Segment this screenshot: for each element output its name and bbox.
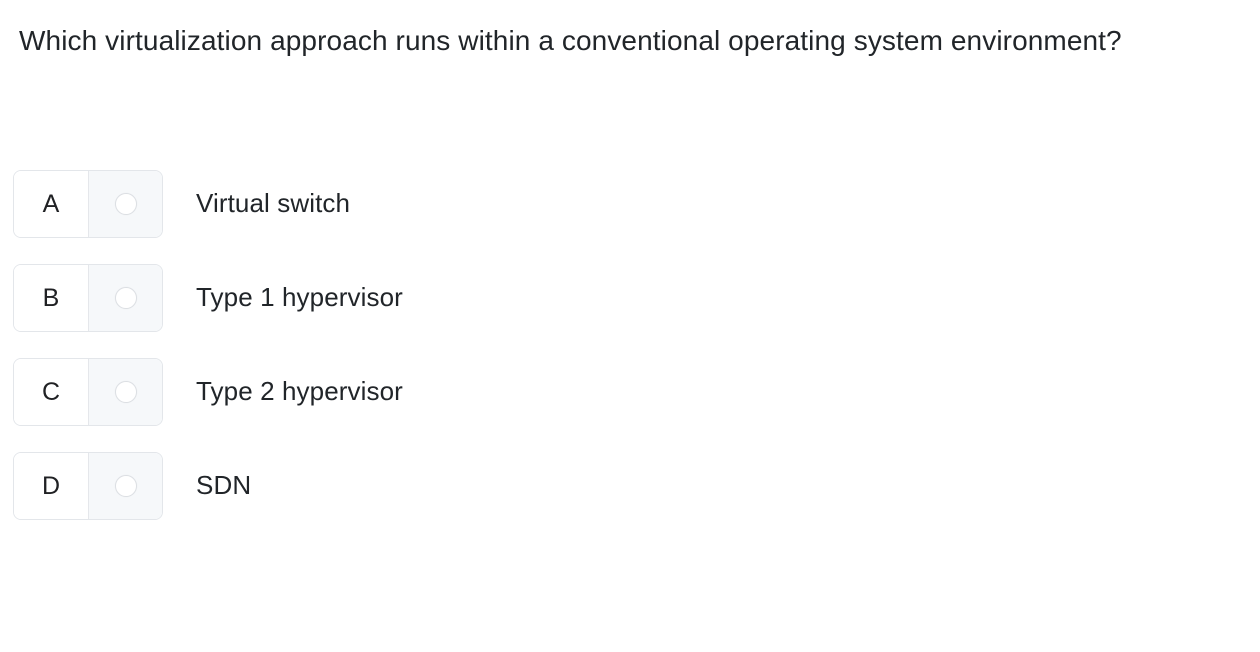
- option-letter-a: A: [14, 171, 89, 237]
- radio-unchecked-icon[interactable]: [114, 381, 137, 403]
- option-label-c[interactable]: Type 2 hypervisor: [196, 376, 403, 407]
- option-selector-c[interactable]: C: [13, 358, 163, 426]
- option-letter-d: D: [14, 453, 89, 519]
- option-letter-c: C: [14, 359, 89, 425]
- option-selector-d[interactable]: D: [13, 452, 163, 520]
- option-radio-cell-d[interactable]: [89, 453, 162, 519]
- question-prompt: Which virtualization approach runs withi…: [19, 25, 1122, 56]
- option-label-a[interactable]: Virtual switch: [196, 188, 351, 219]
- option-letter-b: B: [14, 265, 89, 331]
- answer-options-list: A Virtual switch B Type 1 hypervisor C: [0, 170, 1260, 546]
- option-radio-cell-b[interactable]: [89, 265, 162, 331]
- option-row-b[interactable]: B Type 1 hypervisor: [0, 264, 1260, 332]
- option-row-c[interactable]: C Type 2 hypervisor: [0, 358, 1260, 426]
- radio-unchecked-icon[interactable]: [114, 193, 137, 215]
- option-label-b[interactable]: Type 1 hypervisor: [196, 282, 403, 313]
- option-row-d[interactable]: D SDN: [0, 452, 1260, 520]
- option-selector-a[interactable]: A: [13, 170, 163, 238]
- option-row-a[interactable]: A Virtual switch: [0, 170, 1260, 238]
- option-label-d[interactable]: SDN: [196, 470, 252, 501]
- option-selector-b[interactable]: B: [13, 264, 163, 332]
- option-radio-cell-a[interactable]: [89, 171, 162, 237]
- option-radio-cell-c[interactable]: [89, 359, 162, 425]
- radio-unchecked-icon[interactable]: [114, 287, 137, 309]
- radio-unchecked-icon[interactable]: [114, 475, 137, 497]
